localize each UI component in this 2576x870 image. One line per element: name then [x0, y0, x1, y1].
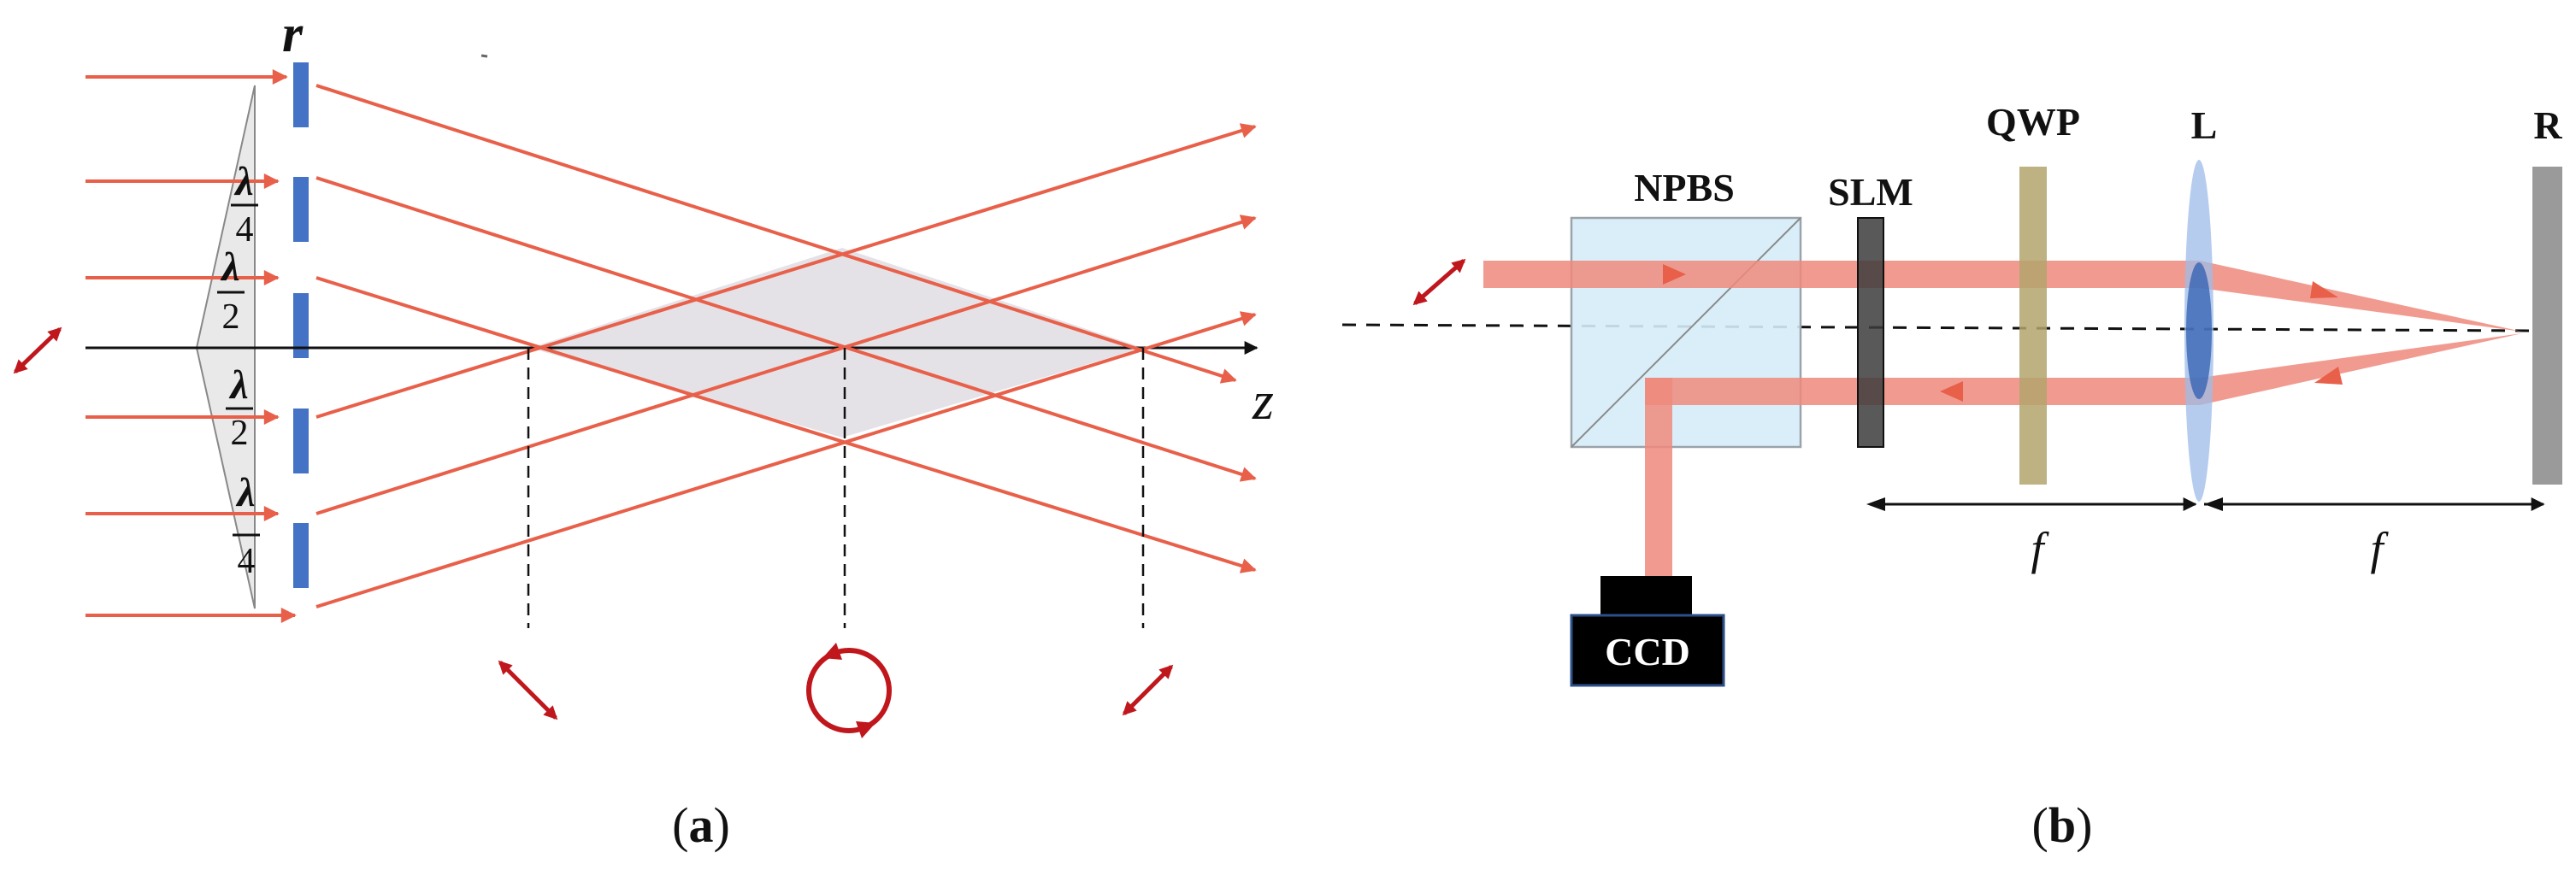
observation-planes	[527, 348, 1145, 628]
lambda-symbol: λ	[220, 244, 239, 290]
wave-plate-segment	[293, 523, 309, 588]
circular-polarization-icon	[806, 643, 892, 738]
lens	[2184, 160, 2213, 502]
linear-polarization-left-icon	[13, 326, 62, 374]
plate-label: r	[282, 5, 304, 63]
incoming-rays	[85, 69, 297, 623]
ccd-label: CCD	[1605, 630, 1690, 673]
deflected-rays	[315, 84, 1257, 608]
beam-arrow	[1663, 264, 1686, 285]
wave-plate-segment	[293, 293, 309, 358]
segmented-wave-plate	[293, 62, 309, 588]
fraction-denominator: 4	[238, 542, 256, 581]
z-axis-label: z	[1252, 370, 1274, 431]
lambda-symbol: λ	[235, 470, 255, 515]
fraction-denominator: 4	[236, 210, 254, 250]
lambda-symbol: λ	[233, 159, 253, 204]
deflected-ray	[315, 176, 1257, 482]
beam-arrow	[2314, 367, 2343, 385]
beam-arrow	[1940, 381, 1963, 402]
focal-length-right-label: f	[2370, 523, 2389, 574]
panel-a-caption: (a)	[672, 797, 730, 853]
forward-beam	[1483, 261, 2200, 288]
focal-length-left-label: f	[2031, 523, 2049, 574]
fraction-denominator: 2	[231, 414, 249, 453]
beam-direction-arrows	[1663, 264, 2343, 402]
ccd-beam	[1645, 378, 1672, 576]
laser-beams	[1483, 261, 2522, 576]
arrowhead	[1866, 497, 1885, 511]
wave-plate-segment	[293, 62, 309, 127]
return-beam	[1645, 378, 2200, 405]
deflected-ray	[315, 215, 1257, 515]
mirror-label: R	[2533, 103, 2562, 147]
mirror	[2532, 167, 2562, 485]
linear-polarization-anti-diagonal-icon	[1122, 664, 1174, 716]
linear-polarization-diagonal-icon	[498, 660, 558, 720]
phase-fraction-mid-upper: λ 2	[217, 244, 245, 337]
slm-device	[1857, 217, 1884, 448]
phase-fraction-top: λ 4	[231, 159, 258, 250]
arrowhead	[2204, 497, 2223, 511]
ccd-camera: CCD	[1570, 576, 1725, 687]
wave-plate-segment	[293, 409, 309, 473]
focusing-beam	[2200, 261, 2522, 332]
phase-labels: λ 4 λ 2 λ 2 λ 4	[217, 159, 260, 581]
optical-axis	[1341, 323, 2532, 332]
npbs-cube	[1570, 216, 1802, 449]
deflected-ray	[315, 311, 1257, 608]
beam-arrow	[2310, 281, 2338, 298]
slm-label: SLM	[1828, 170, 1913, 214]
phase-fraction-mid-lower: λ 2	[226, 362, 253, 453]
npbs-label: NPBS	[1634, 166, 1735, 209]
phase-fraction-bottom: λ 4	[233, 470, 260, 581]
returning-beam	[2200, 333, 2522, 405]
deflected-ray	[315, 123, 1257, 419]
deflected-ray	[315, 84, 1237, 384]
wave-plate-segment	[293, 177, 309, 242]
qwp-label: QWP	[1986, 100, 2080, 144]
deflected-ray	[315, 276, 1257, 573]
input-polarization-icon	[1412, 258, 1466, 306]
lambda-symbol: λ	[228, 362, 248, 408]
fraction-denominator: 2	[222, 297, 240, 337]
quarter-wave-plate	[2019, 167, 2047, 485]
lens-label: L	[2191, 103, 2218, 147]
panel-b-caption: (b)	[2032, 797, 2093, 853]
panel-a: r λ 4 λ 2 λ 2 λ 4	[13, 5, 1274, 853]
panel-b: CCD NPBS SLM QWP L R f f (b)	[1341, 100, 2562, 853]
